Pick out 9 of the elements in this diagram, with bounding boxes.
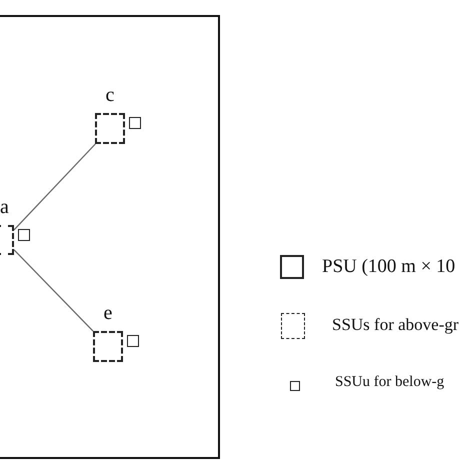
point-label: a xyxy=(0,197,9,217)
plot-boundary xyxy=(0,15,220,459)
connector-line xyxy=(14,249,94,332)
point-label: e xyxy=(104,303,112,323)
legend-text: SSUs for above-gr xyxy=(332,315,459,335)
point-label: c xyxy=(106,85,114,105)
legend-text: PSU (100 m × 10 xyxy=(322,256,456,278)
legend-text: SSUu for below-g xyxy=(335,374,444,391)
connector-line xyxy=(14,144,96,230)
